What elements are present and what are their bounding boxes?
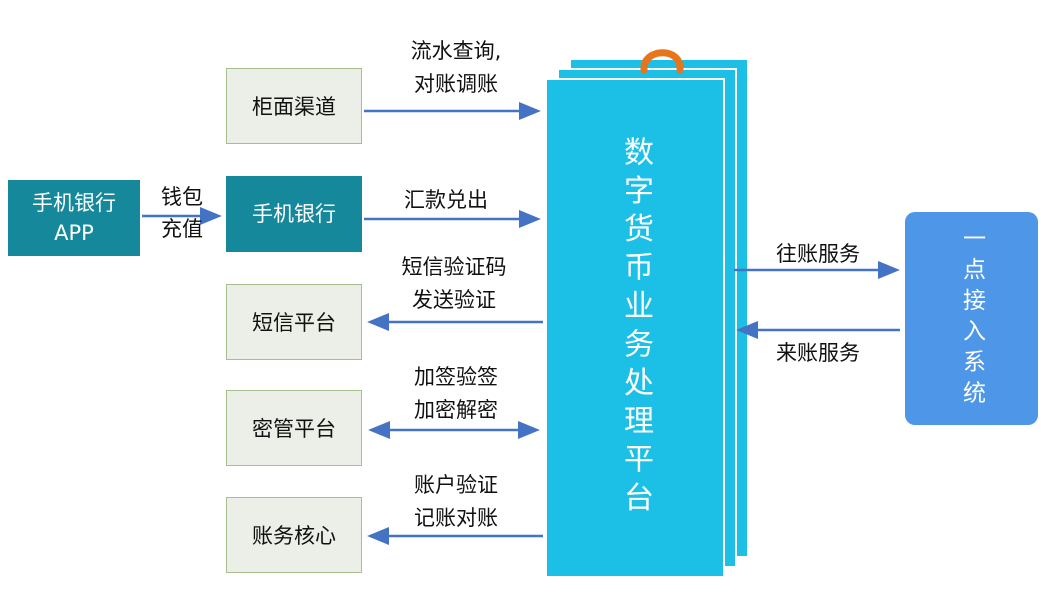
edge-label-remit-redeem: 汇款兑出 [404, 188, 488, 212]
node-dc-platform-label: 数字货币业务处理平台 [618, 136, 653, 520]
node-key-platform-label: 密管平台 [252, 417, 336, 441]
edge-label-sms-code: 短信验证码 发送验证 [401, 255, 507, 313]
edge-label-statement-query: 流水查询, 对账调账 [410, 39, 502, 97]
node-mobile-bank: 手机银行 [226, 176, 362, 252]
edge-label-wallet-recharge: 钱包 充值 [161, 185, 203, 242]
edge-label-sign-verify: 加签验签 加密解密 [414, 365, 498, 423]
node-sms-platform: 短信平台 [226, 284, 362, 360]
edge-label-account-check: 账户验证 记账对账 [414, 473, 498, 531]
node-mobile-app: 手机银行 APP [8, 180, 140, 256]
node-dc-platform: 数字货币业务处理平台 [545, 78, 725, 578]
node-accounting-core-label: 账务核心 [252, 524, 336, 548]
node-key-platform: 密管平台 [226, 390, 362, 466]
node-sms-platform-label: 短信平台 [252, 311, 336, 335]
node-mobile-app-label: 手机银行 APP [32, 190, 116, 245]
edge-label-outgoing-service: 往账服务 [776, 242, 860, 266]
node-accounting-core: 账务核心 [226, 497, 362, 573]
node-counter-channel-label: 柜面渠道 [252, 95, 336, 119]
node-access-system: 一点接入系统 [905, 212, 1038, 425]
binder-clip-icon [640, 49, 684, 74]
node-mobile-bank-label: 手机银行 [252, 201, 336, 226]
node-access-system-label: 一点接入系统 [958, 226, 985, 411]
edge-label-incoming-service: 来账服务 [776, 341, 860, 365]
node-counter-channel: 柜面渠道 [226, 68, 362, 144]
